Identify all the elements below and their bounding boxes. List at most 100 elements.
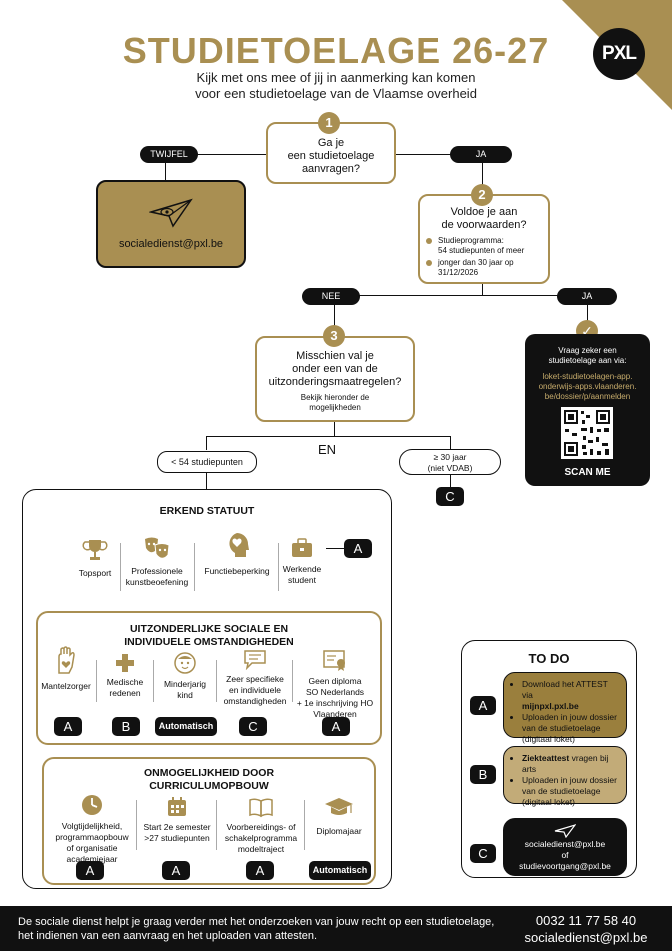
tile-kunst: Professionele kunstbeoefening [124,536,190,588]
tile-mantelzorger: Mantelzorger [36,645,96,692]
tile-label: student [288,575,316,585]
tile-label: Functiebeperking [204,566,270,576]
tile-label: Vlaanderen [313,709,357,719]
tile-label: Volgtijdelijkheid, [61,821,123,831]
label-c: C [239,717,267,736]
divider [96,660,97,702]
briefcase-icon [292,538,312,557]
connector [165,154,166,182]
tile-label: kunstbeoefening [125,577,189,587]
theater-masks-icon [145,537,170,559]
logo-text: PXL [602,43,637,64]
divider [194,543,195,591]
footer-text: De sociale dienst helpt je graag verder … [18,915,518,943]
en-label: EN [318,442,337,457]
tile-label: Voorbereidings- of [226,822,296,832]
tile-label: + 1e inschrijving HO [296,698,374,708]
twijfel-email[interactable]: socialedienst@pxl.be [118,238,224,250]
hint-text: Bekijk hieronder de [300,393,370,402]
todo-text: Uploaden in jouw dossier [522,775,617,785]
section-title-line: ONMOGELIJKHEID DOOR [143,767,275,779]
gt30-text: (niet VDAB) [427,463,473,473]
subtitle-line: voor een studietoelage van de Vlaamse ov… [195,86,477,101]
label-a: A [322,717,350,736]
tile-label: of organisatie [66,843,118,853]
tile-label: Minderjarig [163,679,207,689]
question-text: Ga je [317,137,345,149]
question-text: uitzonderingsmaatregelen? [268,376,402,388]
divider [304,800,305,850]
tile-label: Medische [106,677,144,687]
tile-specifiek: Zeer specifieke en individuele omstandig… [218,648,292,707]
divider [153,660,154,702]
calendar-icon [168,797,186,816]
todo-email[interactable]: socialedienst@pxl.be [524,839,606,849]
tile-functiebeperking: Functiebeperking [198,530,276,577]
trophy-icon [82,540,108,560]
connector [393,154,483,155]
question-box-2: Voldoe je aan de voorwaarden? Studieprog… [418,194,550,284]
todo-item: Ziekteattest vragen bij arts [522,753,620,775]
label-a: A [76,861,104,880]
section-title-line: UITZONDERLIJKE SOCIALE EN [129,623,289,635]
question-box-3: Misschien val je onder een van de uitzon… [255,336,415,422]
tile-label: Mantelzorger [41,681,91,691]
child-face-icon [174,652,196,674]
tile-label: redenen [109,688,141,698]
connector [206,473,207,489]
todo-text: (digitaal loket) [522,734,575,744]
tile-label: Start 2e semester [143,822,211,832]
question-text: onder een van de [292,363,378,375]
connector [450,475,451,487]
todo-label-b: B [470,765,496,784]
question-text: aanvragen? [301,163,361,175]
question-text: Voldoe je aan [450,206,518,218]
tile-label: >27 studiepunten [144,833,210,843]
link-text: loket-studietoelagen-app. [542,372,633,381]
speech-bubble-icon [244,650,266,670]
todo-title: TO DO [528,651,570,666]
qr-code-icon[interactable] [561,407,613,459]
connector [450,436,451,450]
apply-link[interactable]: loket-studietoelagen-app. onderwijs-apps… [525,372,650,402]
footer-email[interactable]: socialedienst@pxl.be [524,930,648,945]
step-number-1: 1 [318,112,340,134]
todo-box-c: socialedienst@pxl.be of studievoortgang@… [503,818,627,876]
link-text: onderwijs-apps.vlaanderen. [538,382,637,391]
question-text: Misschien val je [296,350,374,362]
tile-label: SO Nederlands [305,687,365,697]
tile-voorbereiding: Voorbereidings- of schakelprogramma mode… [218,796,304,855]
section-title-curriculum: ONMOGELIJKHEID DOOR CURRICULUMOPBOUW [42,767,376,793]
question-text: een studietoelage [287,150,375,162]
divider [136,800,137,850]
scan-me-label: SCAN ME [564,467,611,478]
connector [334,418,335,436]
gt30-text: ≥ 30 jaar [433,452,467,462]
link-text: be/dossier/p/aanmelden [544,392,631,401]
todo-panel [461,640,637,878]
footer-line: De sociale dienst helpt je graag verder … [18,916,495,928]
tile-label: schakelprogramma [224,833,298,843]
clock-icon [82,795,102,815]
todo-text: van de studietoelage [522,723,601,733]
todo-link[interactable]: mijnpxl.pxl.be [522,701,579,711]
tile-label: Topsport [78,568,112,578]
page-title: STUDIETOELAGE 26-27 [122,30,550,71]
ja-label: JA [450,146,512,163]
todo-text: Download het ATTEST via [522,679,608,700]
footer-phone[interactable]: 0032 11 77 58 40 [535,913,637,928]
bullet-dot [426,238,432,244]
todo-text: Uploaden in jouw dossier [522,712,617,722]
condition-text: 54 studiepunten of meer [438,246,525,255]
label-a: A [246,861,274,880]
todo-email[interactable]: studievoortgang@pxl.be [519,861,611,871]
todo-label-c: C [470,844,496,863]
label-a: A [344,539,372,558]
bullet-dot [426,260,432,266]
ja-label: JA [557,288,617,305]
gt30-box: ≥ 30 jaar (niet VDAB) [399,449,501,475]
twijfel-box[interactable]: socialedienst@pxl.be [96,180,246,268]
apply-text: studietoelage aan via: [548,356,627,365]
